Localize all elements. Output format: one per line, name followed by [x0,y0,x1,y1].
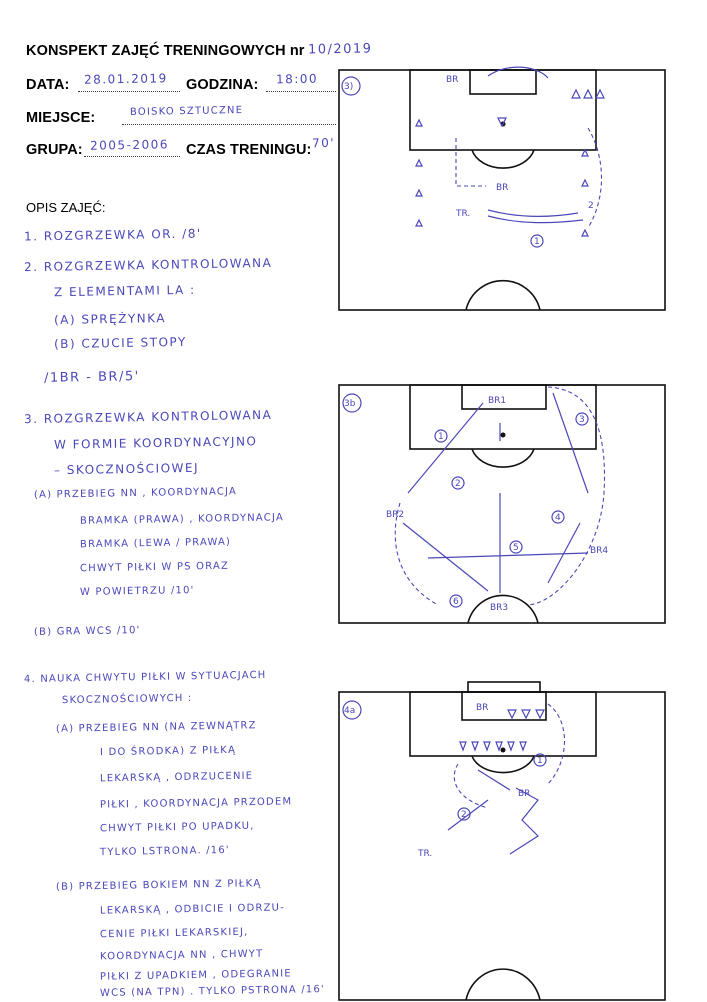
diagram-label: BR2 [386,510,404,520]
diagram-label: 3 [579,415,585,425]
note-line: CHWYT PIŁKI PO UPADKU, [99,820,255,835]
hour-label: GODZINA: [186,77,259,93]
diagram-label: 2 [588,201,594,211]
note-line: LEKARSKĄ , ODRZUCENIE [99,770,254,785]
note-line: (B) CZUCIE STOPY [53,334,187,352]
note-line: PIŁKI Z UPADKIEM , ODEGRANIE [99,968,293,983]
group-label: GRUPA: [26,142,83,158]
training-time-value: 70' [311,135,336,151]
pitch-diagram-3: 4a BR BR TR. 1 2 [338,681,666,1001]
note-line: (A) PRZEBIEG NN (NA ZEWNĄTRZ [55,720,257,735]
place-value: BOISKO SZTUCZNE [129,105,244,118]
note-line: CHWYT PIŁKI W PS ORAZ [79,560,230,575]
diagram-label: 1 [438,432,444,442]
diagram-badge: 3b [344,399,356,409]
note-line: TYLKO LSTRONA. /16' [99,844,230,859]
diagram-badge: 3) [344,82,353,92]
training-time-label: CZAS TRENINGU: [186,142,312,158]
note-line: /1BR - BR/5' [43,369,140,386]
note-line: (A) PRZEBIEG NN , KOORDYNACJA [33,486,238,501]
note-line: 1. ROZGRZEWKA OR. /8' [23,226,202,244]
pitch-diagram-2: 3b BR1 BR2 BR3 BR4 1 2 3 4 5 6 [338,384,666,624]
pitch-diagram-1: 3) BR BR TR. 1 2 [338,66,666,311]
note-line: 4. NAUKA CHWYTU PIŁKI W SYTUACJACH [23,669,267,686]
diagram-label: BR1 [488,396,506,406]
diagram-label: BR3 [490,603,508,613]
note-line: 2. ROZGRZEWKA KONTROLOWANA [23,255,273,275]
note-line: I DO ŚRODKA) Z PIŁKĄ [99,744,237,759]
diagram-label: 1 [534,237,540,247]
note-line: SKOCZNOŚCIOWYCH : [61,692,193,707]
diagram-label: BR [446,75,458,85]
note-line: CENIE PIŁKI LEKARSKIEJ, [99,926,249,941]
note-line: (B) PRZEBIEG BOKIEM NN Z PIŁKĄ [55,878,262,893]
note-line: (A) SPRĘŻYNKA [53,311,167,327]
note-line: W FORMIE KOORDYNACYJNO [53,434,258,452]
diagram-label: TR. [417,849,432,859]
date-label: DATA: [26,77,70,93]
note-line: WCS (NA TPN) . TYLKO PSTRONA /16' [99,984,326,999]
diagram-label: 1 [537,756,543,766]
note-line: Z ELEMENTAMI LA : [53,282,196,300]
diagram-label: BR [476,703,488,713]
diagram-label: BR [518,789,530,799]
diagram-label: BR [496,183,508,193]
place-label: MIEJSCE: [26,110,96,126]
note-line: PIŁKI , KOORDYNACJA PRZODEM [99,796,293,811]
note-line: KOORDYNACJA NN , CHWYT [99,948,264,963]
diagram-label: BR4 [590,546,608,556]
diagram-badge: 4a [344,706,355,716]
sheet-title: KONSPEKT ZAJĘĆ TRENINGOWYCH nr [26,43,305,59]
session-number: 10/2019 [307,41,373,58]
note-line: 3. ROZGRZEWKA KONTROLOWANA [23,407,273,427]
group-value: 2005-2006 [89,137,170,153]
note-line: (B) GRA WCS /10' [33,625,141,638]
diagram-label: 5 [513,543,519,553]
note-line: LEKARSKĄ , ODBICIE I ODRZU- [99,902,286,917]
diagram-label: 2 [455,479,461,489]
diagram-label: 4 [555,513,561,523]
date-value: 28.01.2019 [83,71,168,87]
hour-value: 18:00 [275,71,319,87]
diagram-label: 2 [461,810,467,820]
note-line: BRAMKA (LEWA / PRAWA) [79,536,232,551]
description-label: OPIS ZAJĘĆ: [26,200,106,215]
diagram-label: TR. [455,209,470,219]
note-line: W POWIETRZU /10' [79,585,195,598]
note-line: – SKOCZNOŚCIOWEJ [53,460,200,478]
diagram-label: 6 [453,597,459,607]
note-line: BRAMKA (PRAWA) , KOORDYNACJA [79,512,285,527]
